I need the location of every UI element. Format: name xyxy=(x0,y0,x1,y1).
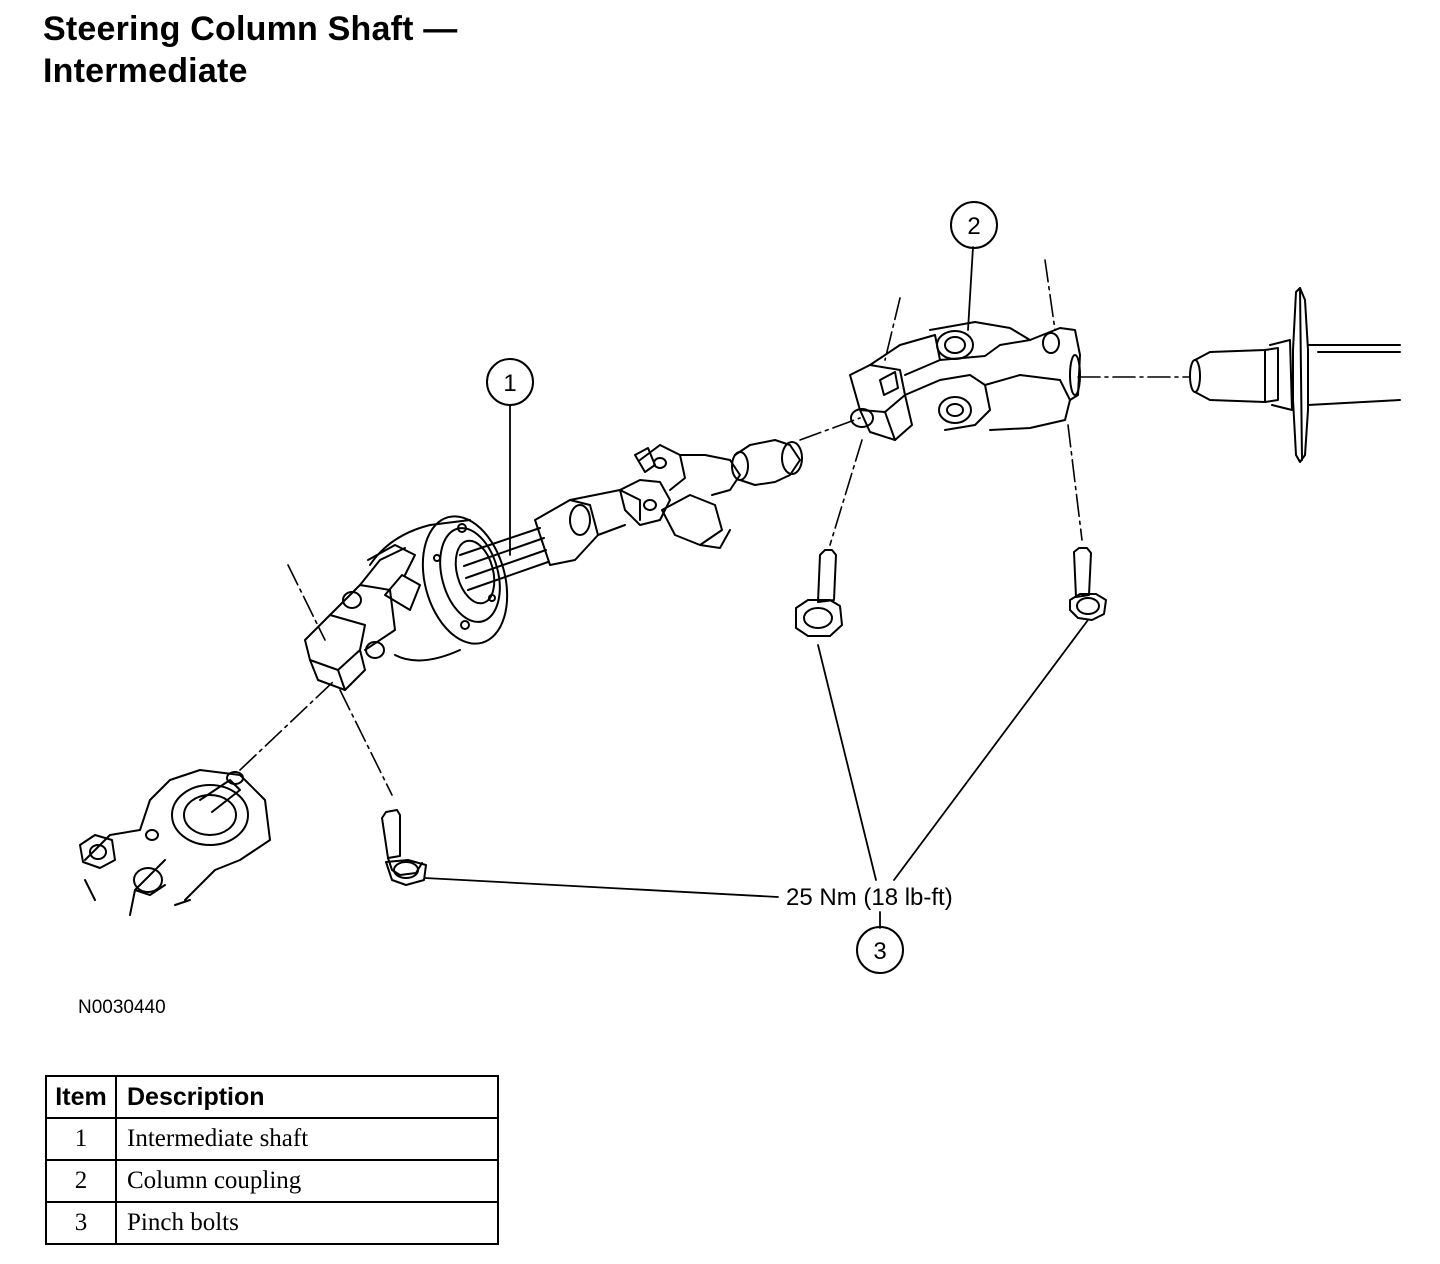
title-line-2: Intermediate xyxy=(43,52,248,90)
title-line-1: Steering Column Shaft — xyxy=(43,10,458,48)
pinch-bolt-left xyxy=(381,809,427,886)
pinch-bolt-right xyxy=(1069,547,1107,621)
legend-header-description: Description xyxy=(115,1075,499,1119)
table-row: 3 Pinch bolts xyxy=(45,1201,499,1245)
legend-header-row: Item Description xyxy=(45,1075,499,1119)
callout-label-1: 1 xyxy=(503,370,516,397)
callout-circle-3 xyxy=(856,926,904,974)
figure-id: N0030440 xyxy=(78,997,166,1018)
steering-gear-housing xyxy=(79,769,271,916)
table-row: 2 Column coupling xyxy=(45,1159,499,1203)
leader-lines xyxy=(424,246,1089,929)
callout-circle-1 xyxy=(486,358,534,406)
legend-item-number: 2 xyxy=(45,1159,117,1203)
middle-u-joint xyxy=(619,439,803,549)
diagram-title: Steering Column Shaft — Intermediate xyxy=(43,8,458,92)
legend-item-number: 1 xyxy=(45,1117,117,1161)
column-coupling xyxy=(849,321,1081,441)
torque-spec-label: 25 Nm (18 lb-ft) xyxy=(786,884,953,911)
legend-item-description: Column coupling xyxy=(115,1159,499,1203)
lower-u-joint xyxy=(304,544,421,691)
steering-column-end xyxy=(1189,287,1401,463)
pinch-bolt-middle xyxy=(795,549,843,637)
legend-table: Item Description 1 Intermediate shaft 2 … xyxy=(45,1075,499,1245)
callout-label-3: 3 xyxy=(873,938,886,965)
legend-header-item: Item xyxy=(45,1075,117,1119)
intermediate-shaft xyxy=(369,489,641,662)
legend-item-description: Pinch bolts xyxy=(115,1201,499,1245)
callout-circle-2 xyxy=(950,201,998,249)
callout-label-2: 2 xyxy=(967,213,980,240)
centerline-lines xyxy=(239,259,1191,796)
legend-item-number: 3 xyxy=(45,1201,117,1245)
table-row: 1 Intermediate shaft xyxy=(45,1117,499,1161)
legend-item-description: Intermediate shaft xyxy=(115,1117,499,1161)
